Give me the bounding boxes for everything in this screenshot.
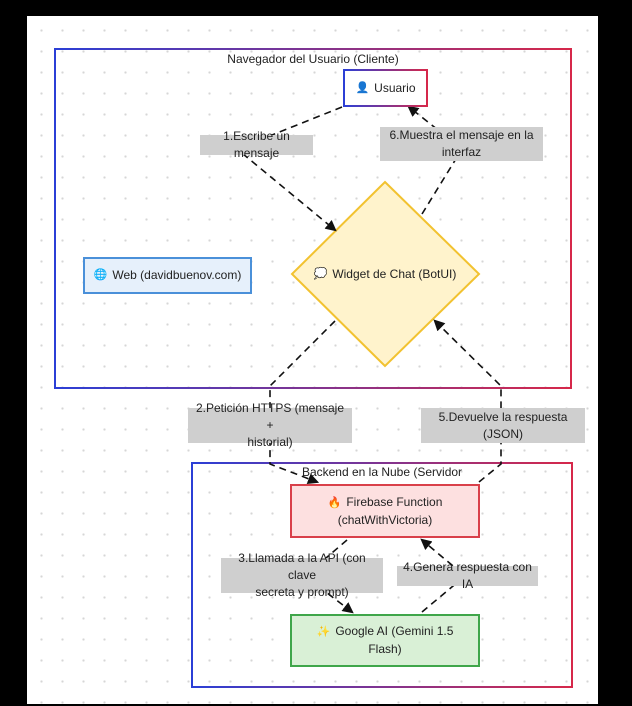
fire-icon: 🔥	[327, 496, 342, 509]
edge-5-label-line1: 5.Devuelve la respuesta	[438, 409, 568, 424]
google-label-line1: ✨ Google AI (Gemini 1.5	[317, 623, 454, 641]
diagram-canvas: Navegador del Usuario (Cliente) Backend …	[27, 16, 598, 704]
sparkles-icon: ✨	[316, 626, 331, 638]
edge-5-label: 5.Devuelve la respuesta (JSON)	[421, 408, 585, 443]
edge-3-label: 3.Llamada a la API (con clave secreta y …	[221, 551, 383, 599]
globe-icon: 🌐	[93, 269, 108, 281]
backend-subgraph-border	[191, 462, 573, 688]
edge-3-label-line2: secreta y prompt)	[255, 585, 349, 599]
backend-subgraph: Backend en la Nube (Servidor	[192, 463, 572, 483]
edge-3-label-line1: 3.Llamada a la API (con clave	[238, 551, 366, 582]
edge-5-line	[433, 319, 502, 483]
edge-1-label: 1.Escribe un mensaje	[200, 129, 313, 160]
edge-2-label-line2: historial)	[247, 435, 293, 449]
google-label-line2: Flash)	[368, 642, 402, 656]
firebase-label-line1: 🔥 Firebase Function	[328, 494, 443, 512]
edge-4-label: 4.Genera respuesta con IA	[397, 560, 538, 591]
edge-1-line	[235, 106, 343, 232]
edge-6-label: 6.Muestra el mensaje en la interfaz	[380, 127, 543, 161]
edge-6-label-line2: interfaz	[441, 145, 482, 159]
google-ai-node[interactable]: ✨ Google AI (Gemini 1.5 Flash)	[290, 614, 480, 667]
client-subgraph-title: Navegador del Usuario (Cliente)	[227, 52, 399, 66]
client-subgraph-border	[54, 48, 572, 389]
widget-diamond-shape	[290, 180, 481, 368]
web-node[interactable]: 🌐 Web (davidbuenov.com)	[83, 257, 252, 294]
usuario-node[interactable]: 👤 Usuario	[343, 69, 428, 107]
edge-2-label: 2.Petición HTTPS (mensaje + historial)	[188, 401, 352, 449]
usuario-label: Usuario	[374, 80, 416, 95]
client-subgraph: Navegador del Usuario (Cliente)	[55, 49, 571, 69]
edge-2-label-line1: 2.Petición HTTPS (mensaje +	[195, 401, 345, 432]
firebase-label-line2: (chatWithVictoria)	[337, 512, 433, 527]
firebase-label-text1: Firebase Function	[346, 494, 443, 509]
widget-label: Widget de Chat (BotUI)	[332, 266, 457, 281]
web-label: Web (davidbuenov.com)	[112, 268, 242, 282]
edge-5-label-line2: (JSON)	[483, 426, 523, 441]
edge-3-line	[303, 539, 354, 614]
speech-bubble-icon: 💭	[313, 267, 328, 280]
edge-6-label-line1: 6.Muestra el mensaje en la	[389, 128, 534, 142]
user-icon: 👤	[355, 81, 370, 94]
widget-node[interactable]: 💭 Widget de Chat (BotUI)	[297, 262, 473, 286]
backend-subgraph-title: Backend en la Nube (Servidor	[301, 465, 463, 479]
firebase-node[interactable]: 🔥 Firebase Function (chatWithVictoria)	[290, 484, 480, 538]
edge-4-line	[420, 538, 467, 613]
edge-2-line	[269, 320, 336, 485]
google-label-text1: Google AI (Gemini 1.5	[335, 624, 454, 638]
